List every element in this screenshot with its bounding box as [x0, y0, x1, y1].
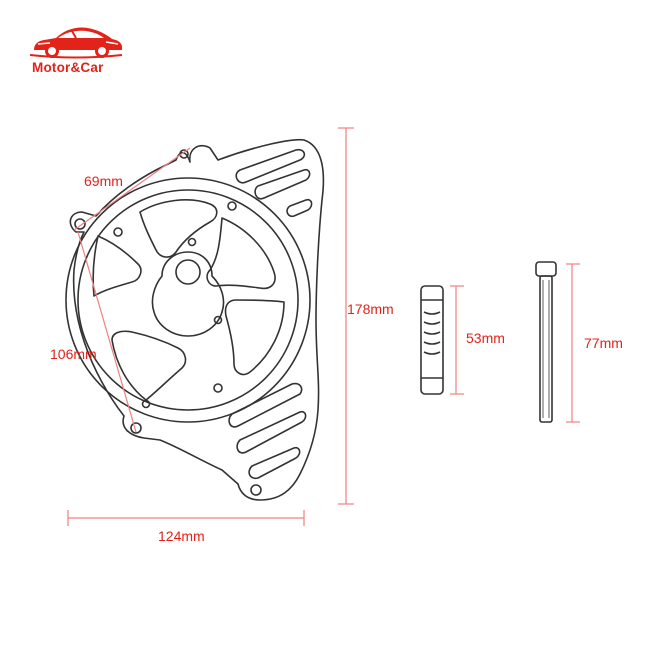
- dimension-label-lower-diagonal: 106mm: [50, 346, 97, 362]
- dimension-lines: [67, 127, 580, 526]
- brand-name: Motor&Car: [32, 60, 104, 75]
- long-bolt-part: [535, 261, 557, 423]
- car-silhouette-icon: [29, 27, 123, 59]
- sprocket-cover-part: [65, 138, 325, 501]
- dimension-label-upper-diagonal: 69mm: [84, 173, 123, 189]
- dimension-label-width: 124mm: [158, 528, 205, 544]
- dimension-label-height: 178mm: [347, 301, 394, 317]
- short-bolt-part: [420, 285, 444, 395]
- dimension-label-short-bolt: 53mm: [466, 330, 505, 346]
- dimension-label-long-bolt: 77mm: [584, 335, 623, 351]
